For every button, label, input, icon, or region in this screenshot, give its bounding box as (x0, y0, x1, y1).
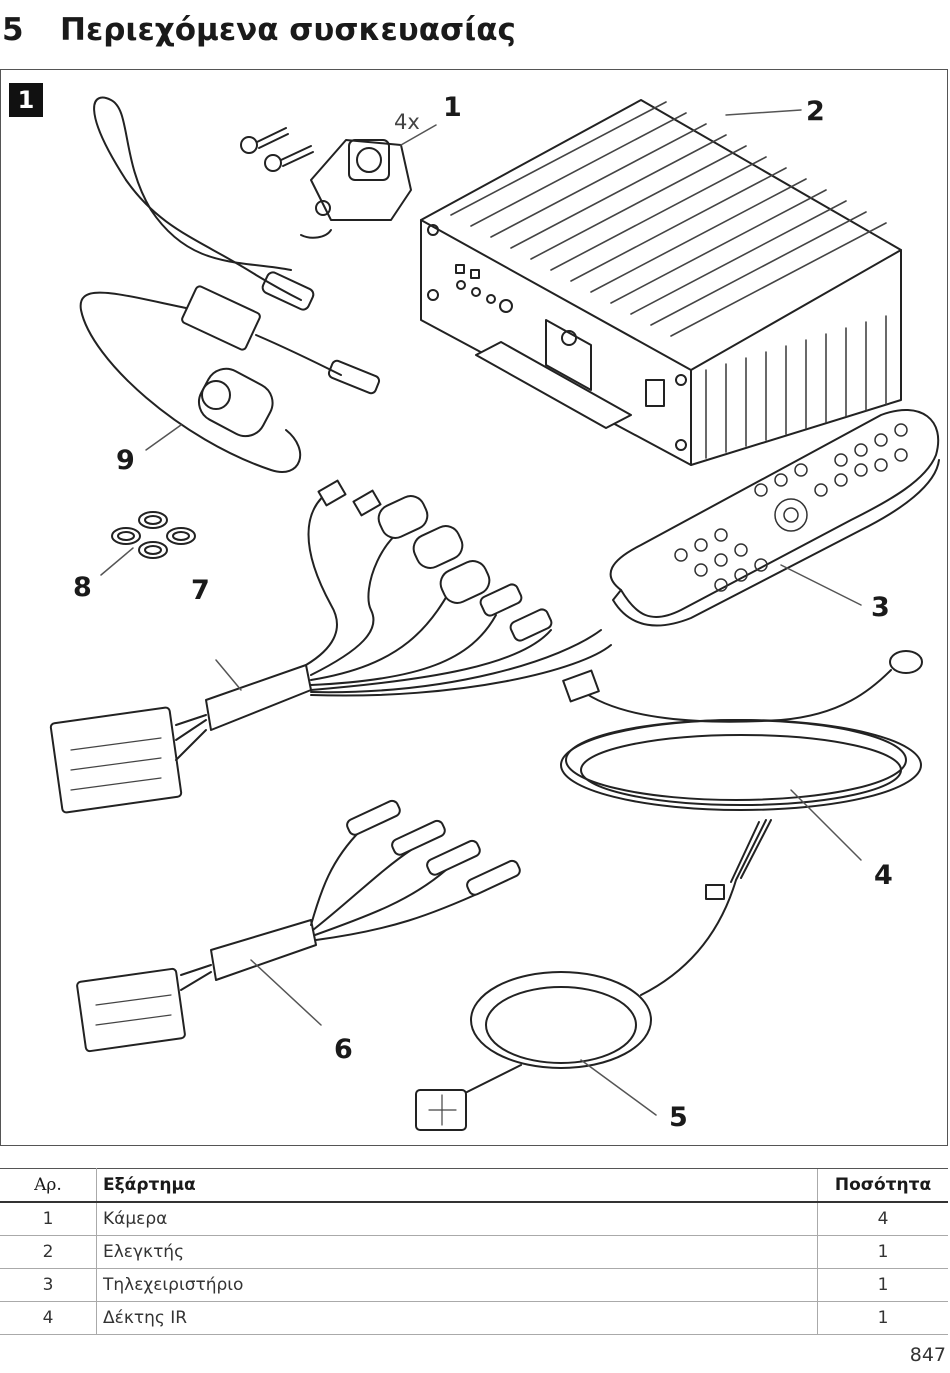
page-number: 847 (909, 1344, 946, 1366)
header-number: Αρ. (0, 1168, 97, 1203)
row-quantity: 4 (817, 1202, 948, 1236)
callout-9: 9 (116, 445, 135, 476)
screws (240, 127, 314, 172)
table-row: 1 Κάμερα 4 (0, 1202, 948, 1236)
callout-4: 4 (874, 860, 893, 891)
table-row: 2 Ελεγκτής 1 (0, 1235, 948, 1269)
table-row: 4 Δέκτης IR 1 (0, 1301, 948, 1335)
row-number: 1 (0, 1202, 97, 1236)
row-part: Ελεγκτής (96, 1235, 818, 1269)
remote-control (609, 409, 940, 627)
table-row: 3 Τηλεχειριστήριο 1 (0, 1268, 948, 1302)
callout-2: 2 (806, 96, 825, 127)
camera-cable (93, 96, 332, 311)
camera-body (310, 124, 437, 221)
row-part: Τηλεχειριστήριο (96, 1268, 818, 1302)
section-number: 5 (2, 12, 24, 48)
adapter-cable (79, 285, 381, 473)
figure-number-badge: 1 (9, 83, 43, 117)
row-part: Δέκτης IR (96, 1301, 818, 1335)
header-quantity: Ποσότητα (817, 1168, 948, 1203)
row-quantity: 1 (817, 1235, 948, 1269)
section-title: Περιεχόμενα συσκευασίας (60, 12, 516, 48)
callout-8: 8 (73, 572, 92, 603)
package-contents-figure: 1 4x 1 2 3 4 5 6 7 8 9 (0, 69, 948, 1146)
row-number: 4 (0, 1301, 97, 1335)
parts-illustration (49, 96, 940, 1131)
callout-7: 7 (191, 575, 210, 606)
callout-6: 6 (334, 1034, 353, 1065)
parts-table: Αρ. Εξάρτημα Ποσότητα 1 Κάμερα 4 2 Ελεγκ… (0, 1168, 948, 1335)
main-harness (49, 479, 612, 814)
callout-3: 3 (871, 592, 890, 623)
row-number: 3 (0, 1268, 97, 1302)
power-cable (415, 819, 772, 1131)
table-header-row: Αρ. Εξάρτημα Ποσότητα (0, 1168, 948, 1203)
o-rings (100, 511, 196, 576)
callout-5: 5 (669, 1102, 688, 1133)
controller-box (420, 99, 902, 466)
row-number: 2 (0, 1235, 97, 1269)
callout-1: 1 (443, 92, 462, 123)
header-part: Εξάρτημα (96, 1168, 818, 1203)
row-quantity: 1 (817, 1268, 948, 1302)
section-heading: 5 Περιεχόμενα συσκευασίας (0, 6, 516, 54)
ir-receiver (560, 650, 923, 861)
secondary-harness (76, 799, 521, 1053)
row-quantity: 1 (817, 1301, 948, 1335)
quantity-note: 4x (394, 110, 420, 134)
row-part: Κάμερα (96, 1202, 818, 1236)
